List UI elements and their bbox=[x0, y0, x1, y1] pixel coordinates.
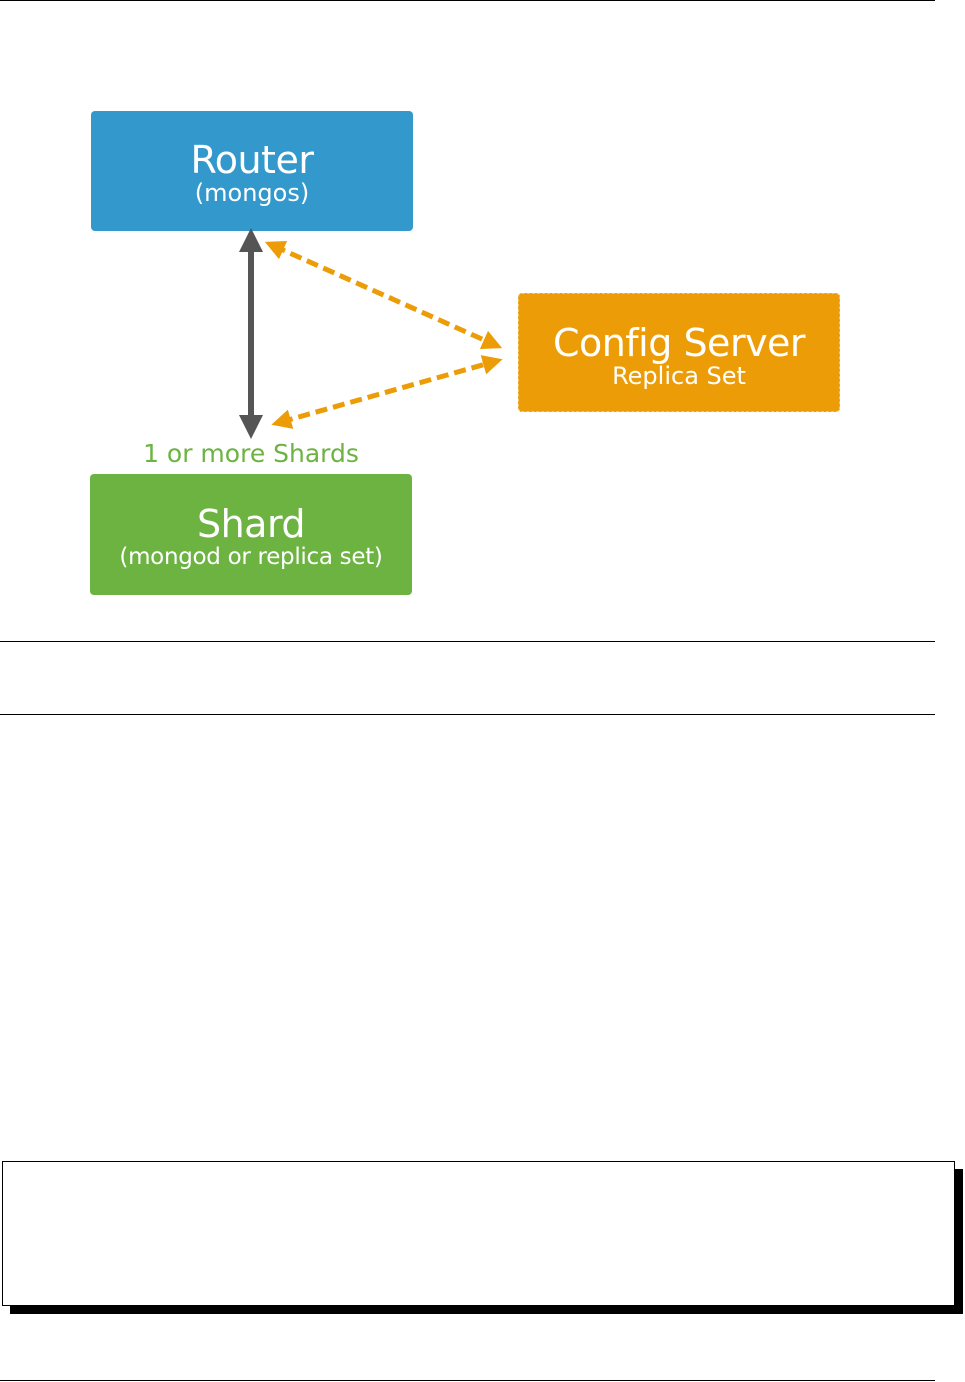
note-box bbox=[2, 1161, 955, 1306]
shard-subtitle: (mongod or replica set) bbox=[119, 543, 383, 570]
shard-config-arrow bbox=[271, 355, 503, 429]
connector-layer bbox=[239, 228, 503, 439]
config-server-title: Config Server bbox=[552, 320, 806, 365]
config-server-node: Config Server Replica Set bbox=[518, 293, 840, 412]
router-config-arrow bbox=[264, 240, 503, 350]
shard-title: Shard bbox=[196, 501, 306, 546]
router-title: Router bbox=[190, 138, 314, 182]
router-node: Router (mongos) bbox=[91, 111, 413, 231]
top-rule bbox=[0, 0, 935, 1]
bottom-rule bbox=[0, 1380, 935, 1381]
router-subtitle: (mongos) bbox=[194, 179, 310, 207]
shards-caption: 1 or more Shards bbox=[143, 439, 359, 468]
shard-node: Shard (mongod or replica set) bbox=[90, 474, 412, 595]
rule-below-figure bbox=[0, 641, 935, 642]
rule-above-body bbox=[0, 714, 935, 715]
config-server-subtitle: Replica Set bbox=[612, 361, 746, 390]
